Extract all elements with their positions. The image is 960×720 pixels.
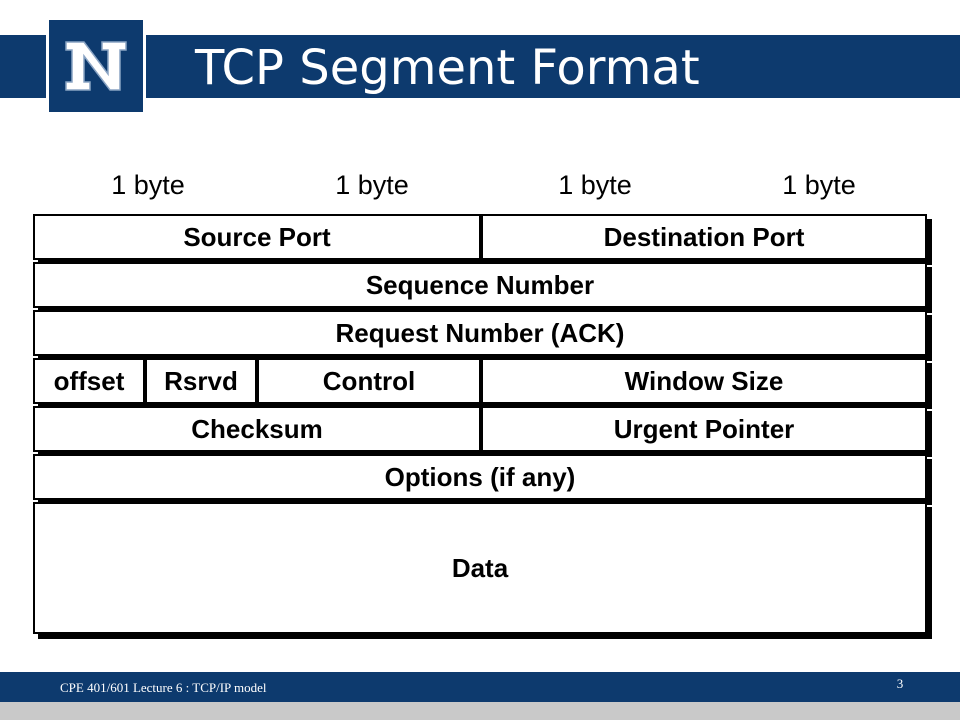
field-label: Control <box>322 365 416 396</box>
footer-course-label: CPE 401/601 Lecture 6 : TCP/IP model <box>60 680 267 695</box>
field-label: Source Port <box>183 221 331 252</box>
n-logo-icon <box>65 41 127 91</box>
field-label: Destination Port <box>603 221 805 252</box>
field-source-port: Source Port <box>33 214 481 260</box>
slide-title: TCP Segment Format <box>195 40 700 96</box>
byte-label-4: 1 byte <box>782 170 856 200</box>
footer-bar <box>0 672 960 702</box>
field-sequence-number: Sequence Number <box>33 262 927 308</box>
field-checksum: Checksum <box>33 406 481 452</box>
title-bar <box>0 35 960 98</box>
field-label: Options (if any) <box>384 461 576 492</box>
field-reserved: Rsrvd <box>145 358 257 404</box>
field-request-number: Request Number (ACK) <box>33 310 927 356</box>
field-label: Request Number (ACK) <box>335 317 625 348</box>
field-label: Checksum <box>191 413 323 444</box>
field-window-size: Window Size <box>481 358 927 404</box>
field-label: Sequence Number <box>365 269 595 300</box>
field-offset: offset <box>33 358 145 404</box>
university-logo <box>46 17 146 115</box>
field-control: Control <box>257 358 481 404</box>
field-label: Urgent Pointer <box>613 413 795 444</box>
footer-bottom-strip <box>0 702 960 720</box>
field-label: offset <box>53 365 125 396</box>
field-data: Data <box>33 502 927 634</box>
byte-label-3: 1 byte <box>558 170 632 200</box>
field-destination-port: Destination Port <box>481 214 927 260</box>
byte-label-2: 1 byte <box>335 170 409 200</box>
field-options: Options (if any) <box>33 454 927 500</box>
field-label: Window Size <box>624 365 784 396</box>
field-label: Data <box>451 552 509 583</box>
byte-label-1: 1 byte <box>111 170 185 200</box>
page-number: 3 <box>896 676 904 691</box>
field-urgent-pointer: Urgent Pointer <box>481 406 927 452</box>
field-label: Rsrvd <box>164 365 238 396</box>
